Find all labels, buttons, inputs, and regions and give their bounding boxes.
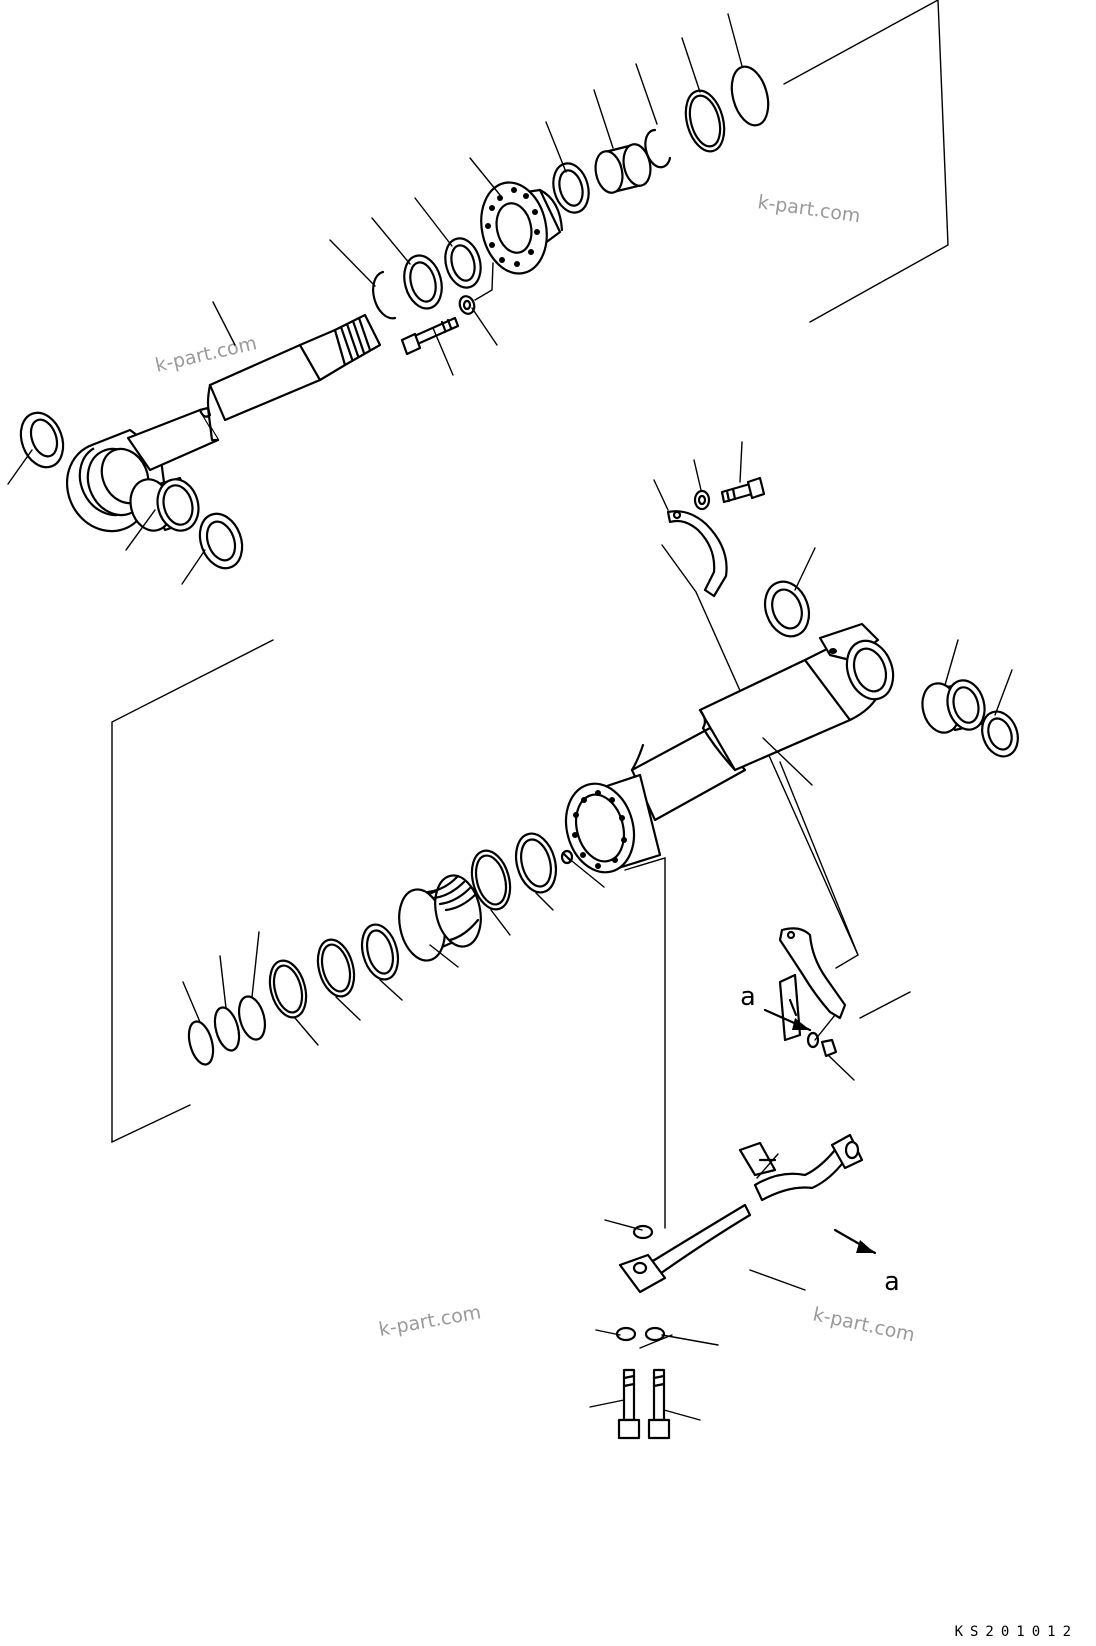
seal-ring-top — [730, 65, 770, 127]
bottom-dust-seal — [981, 710, 1019, 758]
bottom-seal — [763, 580, 811, 638]
rod-packing-2 — [444, 237, 482, 289]
clamp-upper — [666, 510, 728, 598]
backup-ring — [644, 128, 672, 169]
watermark-top-right: k-part.com — [756, 191, 862, 227]
cylinder-tube — [630, 622, 895, 822]
hydraulic-pipe — [628, 1133, 864, 1290]
clamp-bolt — [720, 476, 766, 504]
view-label-a-left: a — [740, 982, 756, 1012]
rod-bushing — [129, 476, 200, 532]
leader-lines-bottom — [589, 991, 911, 1421]
view-label-a-right: a — [884, 1267, 900, 1297]
head-seal — [552, 162, 590, 214]
bottom-bushing — [921, 679, 987, 734]
piston-rod — [65, 313, 382, 533]
assembly-connector — [624, 857, 666, 1229]
watermark-bottom-right: k-part.com — [811, 1303, 917, 1346]
clamp-lower — [778, 927, 847, 1020]
piston-seal — [398, 874, 482, 962]
flange-bolts — [617, 1368, 671, 1440]
head-bushing — [594, 143, 652, 194]
wear-ring-2 — [316, 938, 356, 998]
drawing-code: KS201012 — [954, 1624, 1078, 1640]
wear-ring-3 — [268, 959, 308, 1019]
rod-packing-1 — [403, 254, 443, 310]
view-arrow-a-right: a — [833, 1228, 900, 1297]
washer — [458, 295, 476, 315]
piston — [564, 773, 662, 874]
head-bolt — [400, 316, 460, 356]
clamp-spacer — [778, 973, 802, 1042]
piston-ring-1 — [514, 832, 558, 894]
flange-o-ring — [632, 1224, 654, 1240]
o-ring-top — [684, 89, 726, 153]
frame-lines — [111, 0, 949, 1144]
view-arrow-a-left: a — [740, 982, 812, 1032]
snap-ring — [372, 270, 397, 320]
flange-washers — [615, 1326, 666, 1342]
clamp-washer — [693, 489, 711, 511]
pipe-flange — [618, 1253, 667, 1294]
pipe-clip — [738, 1141, 777, 1177]
leader-lines-middle — [182, 441, 1013, 1046]
piston-ring-2 — [470, 849, 512, 911]
leader-lines-top — [7, 13, 743, 585]
cylinder-head — [480, 181, 564, 275]
clamp-nut — [806, 1031, 838, 1058]
wear-ring-1 — [360, 923, 400, 981]
piston-o-rings — [187, 995, 267, 1066]
rod-dust-seal — [198, 512, 244, 570]
rod-seal — [19, 411, 65, 469]
watermark-bottom-left: k-part.com — [377, 1301, 483, 1341]
